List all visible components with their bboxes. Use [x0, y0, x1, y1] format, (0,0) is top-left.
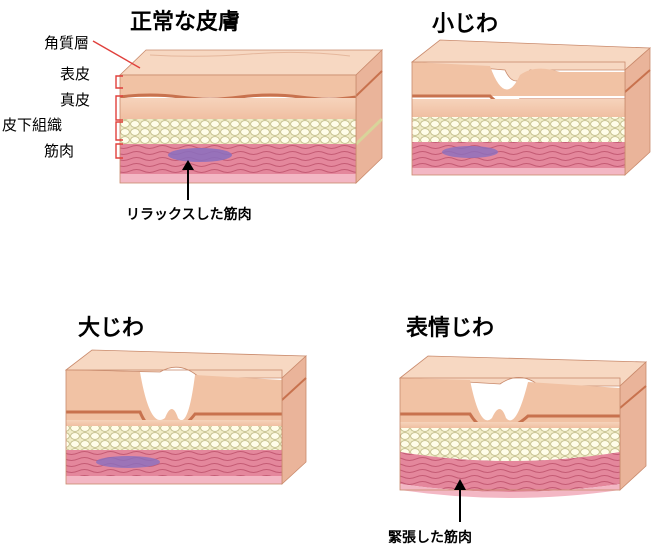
label-muscle: 筋肉	[44, 142, 75, 160]
label-subcutaneous: 皮下組織	[2, 116, 63, 134]
title-small-wrinkle: 小じわ	[432, 11, 499, 37]
large-wrinkle-block	[64, 349, 307, 485]
note-tense-muscle: 緊張した筋肉	[388, 530, 472, 546]
note-relaxed-muscle: リラックスした筋肉	[126, 207, 252, 223]
muscle-layer	[120, 144, 356, 174]
small-wrinkle-block	[410, 39, 652, 176]
title-large-wrinkle: 大じわ	[78, 315, 145, 341]
title-expression-wrinkle: 表情じわ	[406, 315, 495, 341]
label-stratum-corneum: 角質層	[44, 34, 90, 52]
label-dermis: 真皮	[60, 91, 91, 109]
epidermis-layer	[120, 75, 356, 97]
normal-skin-block	[92, 40, 384, 200]
relaxed-muscle-mark	[168, 148, 232, 162]
expression-wrinkle-block	[398, 355, 647, 522]
subcutaneous-layer	[120, 119, 356, 144]
title-normal-skin: 正常な皮膚	[130, 9, 241, 35]
dermis-layer	[120, 98, 356, 119]
label-epidermis: 表皮	[60, 65, 91, 83]
layer-brackets	[92, 40, 141, 159]
